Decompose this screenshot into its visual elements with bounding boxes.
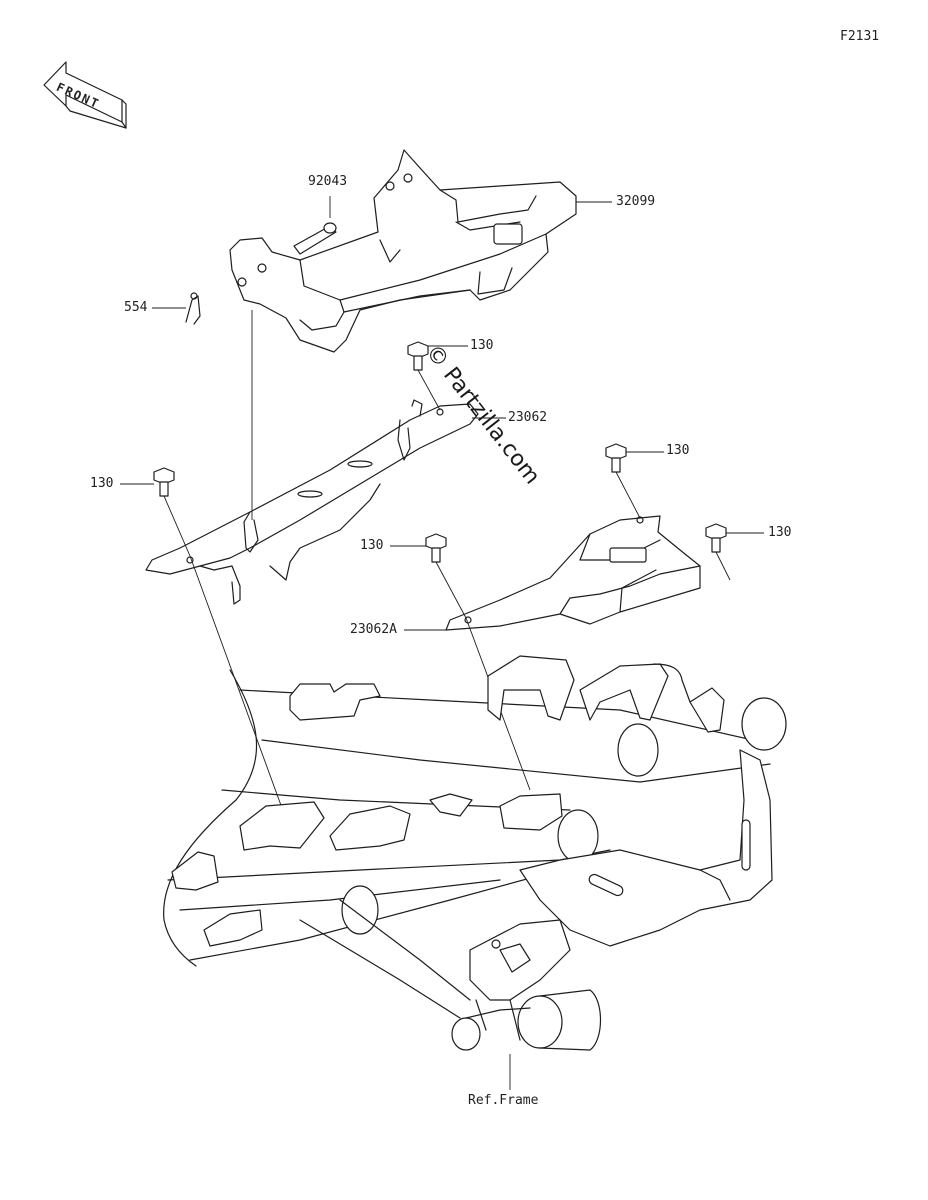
bracket-32099-shape	[229, 149, 577, 353]
callout-130-left: 130	[90, 476, 114, 491]
callout-554: 554	[124, 300, 148, 315]
callout-130-mid: 130	[360, 538, 384, 553]
bolt-130-top-shape	[407, 341, 429, 371]
callout-130-right: 130	[768, 525, 792, 540]
front-arrow-icon	[43, 61, 127, 129]
callout-23062: 23062	[508, 410, 548, 425]
diagram-code: F2131	[840, 29, 880, 44]
bolt-130-mid-shape	[425, 533, 447, 563]
callout-130-top: 130	[470, 338, 494, 353]
bolt-130-right-shape	[705, 523, 727, 553]
callout-ref-frame: Ref.Frame	[468, 1093, 539, 1108]
pin-92043-shape	[293, 222, 337, 255]
assembly-guide-lines	[163, 310, 731, 831]
bracket-23062-shape	[145, 399, 479, 605]
callout-130-right-top: 130	[666, 443, 690, 458]
clip-554-shape	[185, 292, 201, 325]
callout-32099: 32099	[616, 194, 656, 209]
bracket-23062A-shape	[445, 515, 701, 631]
frame-shape	[163, 655, 787, 1051]
bolt-130-left-shape	[153, 467, 175, 497]
callout-23062A: 23062A	[350, 622, 397, 637]
callout-leaders	[120, 196, 764, 1090]
bolt-130-right-top-shape	[605, 443, 627, 473]
callout-92043: 92043	[308, 174, 348, 189]
